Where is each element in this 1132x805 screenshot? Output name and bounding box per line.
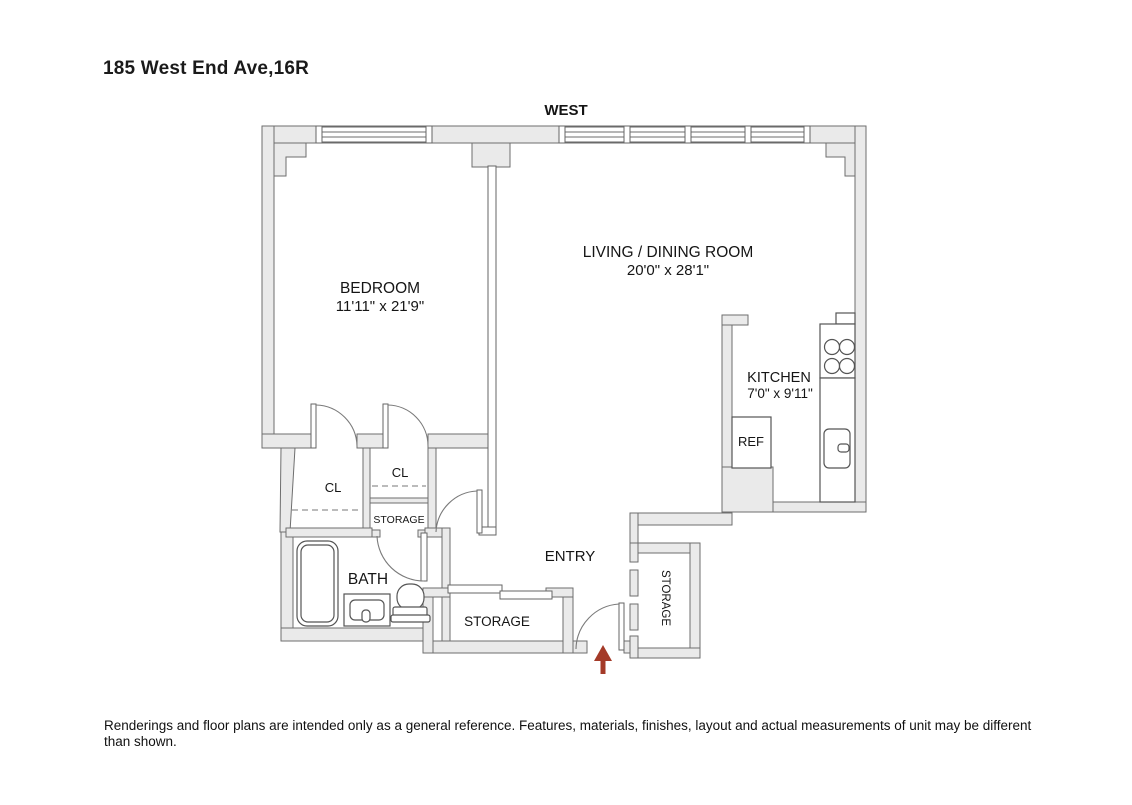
hall-closet-storage-label: STORAGE (373, 514, 424, 526)
kitchen-dims: 7'0" x 9'11" (747, 386, 813, 401)
side-storage-label: STORAGE (659, 570, 671, 626)
closet-right-label: CL (392, 465, 409, 480)
entry-arrow-icon (594, 645, 612, 674)
living-room-label: LIVING / DINING ROOM (583, 244, 754, 261)
kitchen-fixtures (731, 312, 856, 503)
kitchen-label: KITCHEN (747, 370, 811, 386)
doors (310, 403, 625, 651)
refrigerator-box (731, 416, 772, 469)
burner-icon (838, 357, 856, 375)
page-title: 185 West End Ave,16R (103, 58, 310, 79)
faucet-icon (361, 609, 371, 623)
partition-wall (478, 165, 497, 536)
compass-label: WEST (544, 102, 587, 119)
closet-shelf-lines (292, 485, 426, 511)
disclaimer-text: Renderings and floor plans are intended … (104, 718, 1032, 750)
burner-icon (838, 338, 856, 356)
entry-storage-label: STORAGE (464, 614, 530, 629)
entry-label: ENTRY (545, 548, 596, 565)
refrigerator-label: REF (738, 434, 764, 449)
closet-left-label: CL (325, 480, 342, 495)
window-band (315, 125, 811, 144)
living-room-dims: 20'0" x 28'1" (627, 262, 709, 279)
bath-fixtures (296, 540, 431, 627)
bath-label: BATH (348, 571, 388, 588)
bedroom-label: BEDROOM (340, 280, 420, 297)
kitchen-sink-icon (823, 428, 851, 469)
bedroom-dims: 11'11" x 21'9" (336, 298, 424, 315)
burner-icon (823, 338, 841, 356)
burner-icon (823, 357, 841, 375)
toilet-icon (396, 583, 425, 611)
